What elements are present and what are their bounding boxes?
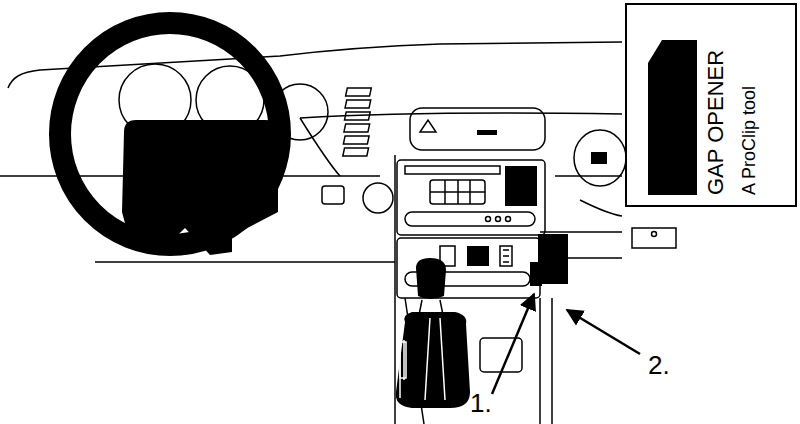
callout-number: 2. bbox=[648, 352, 670, 378]
inset-box: GAP OPENER A ProClip tool bbox=[625, 3, 797, 207]
tool-name: GAP OPENER bbox=[703, 50, 728, 195]
tool-shape bbox=[648, 40, 697, 195]
callout-number: 1. bbox=[470, 390, 492, 416]
tool-subtitle: A ProClip tool bbox=[739, 86, 760, 195]
